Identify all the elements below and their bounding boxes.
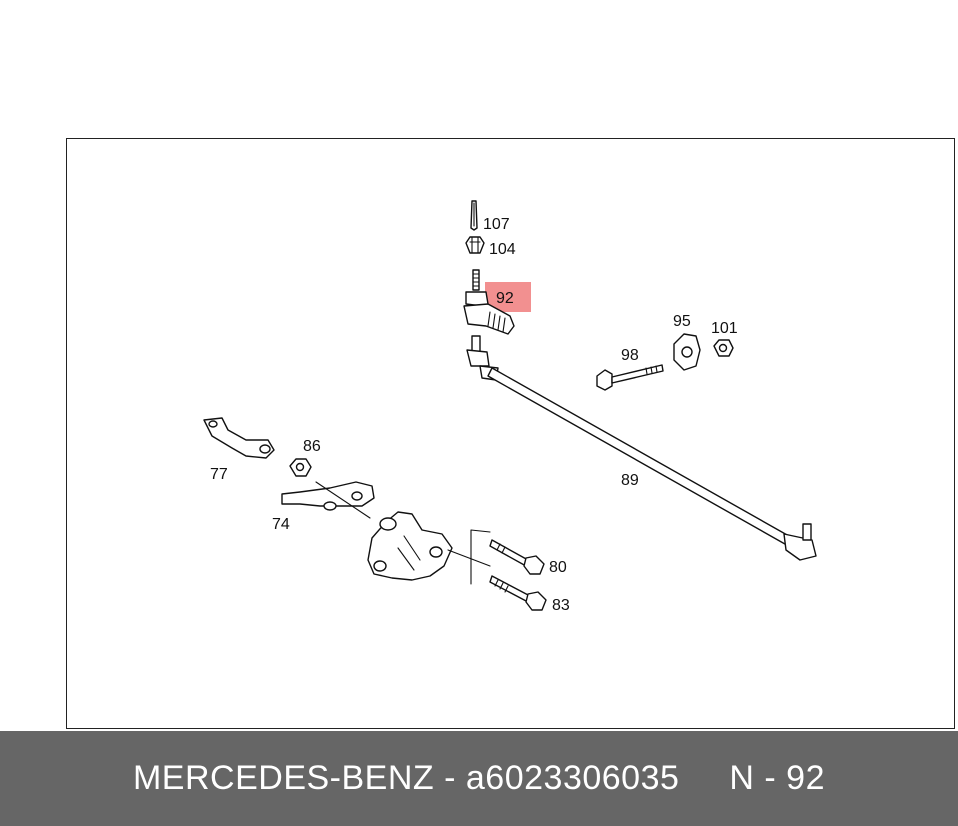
parts-diagram: 107 104 92 89 98 95 xyxy=(203,200,817,614)
part-92-tie-rod-end[interactable] xyxy=(463,269,515,335)
label-77: 77 xyxy=(210,466,228,483)
part-95-clamp[interactable] xyxy=(673,333,701,371)
label-80: 80 xyxy=(549,559,567,576)
part-77-pitman-arm[interactable] xyxy=(203,417,275,459)
label-95: 95 xyxy=(673,313,691,330)
part-80-bolt[interactable] xyxy=(489,539,545,575)
label-92: 92 xyxy=(496,290,514,307)
label-101: 101 xyxy=(711,320,738,337)
label-107: 107 xyxy=(483,216,510,233)
part-83-bolt[interactable] xyxy=(489,575,547,611)
leader-box xyxy=(447,549,491,567)
steering-gearbox[interactable] xyxy=(367,511,453,581)
footer-brand-part: MERCEDES-BENZ - a6023306035 xyxy=(132,759,680,797)
footer-ref: N - 92 xyxy=(729,759,825,797)
part-101-nut[interactable] xyxy=(713,339,734,357)
leader-74 xyxy=(315,481,371,519)
part-98-bolt[interactable] xyxy=(596,364,664,391)
footer-bar: MERCEDES-BENZ - a6023306035 N - 92 xyxy=(0,731,958,826)
part-104-nut[interactable] xyxy=(465,236,485,254)
label-89: 89 xyxy=(621,472,639,489)
part-74-arm[interactable] xyxy=(281,481,375,511)
label-74: 74 xyxy=(272,516,290,533)
label-98: 98 xyxy=(621,347,639,364)
part-86-nut[interactable] xyxy=(289,458,312,477)
part-89-tie-rod[interactable] xyxy=(487,367,817,561)
bracket-80-83 xyxy=(470,529,491,585)
label-83: 83 xyxy=(552,597,570,614)
part-107-cotter-pin[interactable] xyxy=(470,200,478,231)
label-104: 104 xyxy=(489,241,516,258)
label-86: 86 xyxy=(303,438,321,455)
